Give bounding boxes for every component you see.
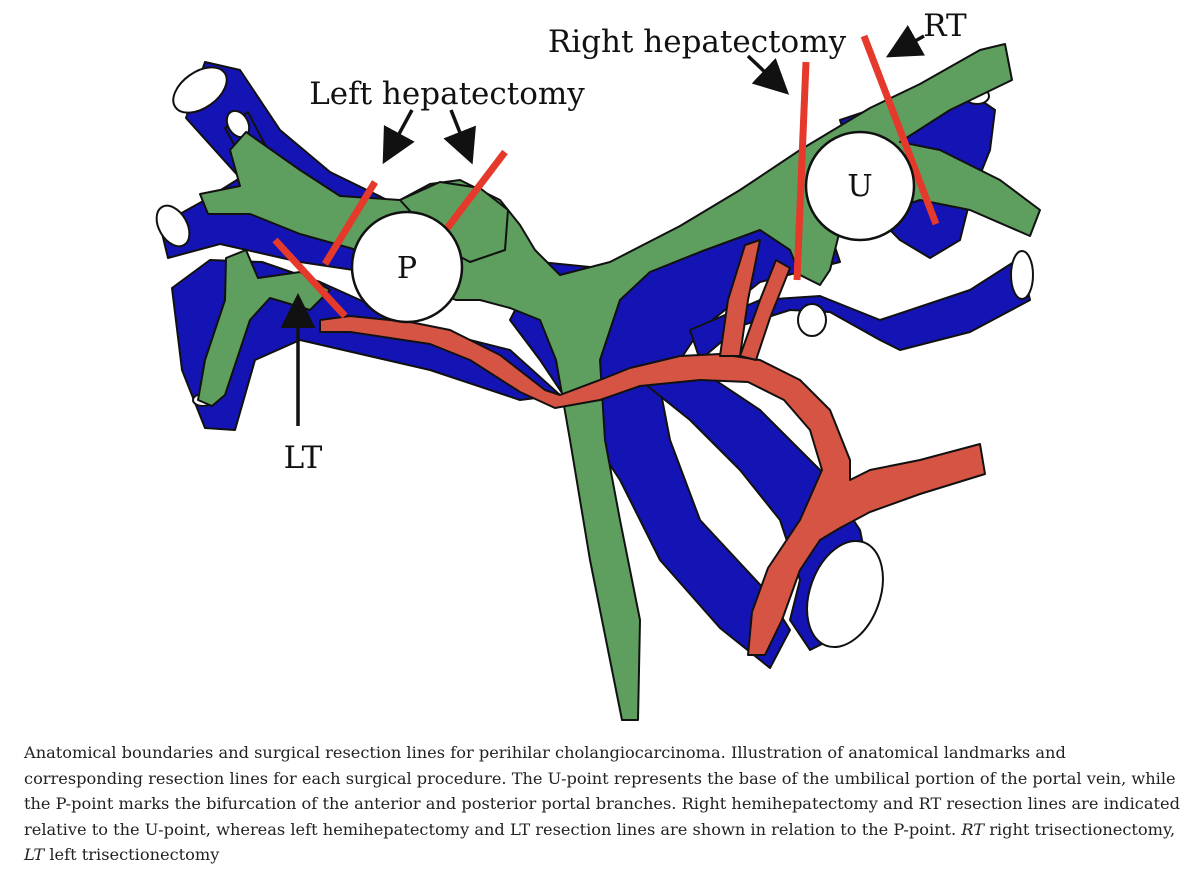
hilar-anatomy-diagram: P U Left hepatectomy Right hepatectomy R… [155,8,1041,721]
caption-abbr-rt: RT [961,819,985,839]
label-left-hepatectomy: Left hepatectomy [309,76,585,112]
resection-line-left-hepatectomy-1 [322,180,378,266]
arrow-right-hepatectomy [746,54,790,95]
resection-line-rt [860,34,940,226]
resection-line-lt [272,237,348,319]
caption-abbr-lt: LT [24,845,45,864]
u-point-label: U [847,169,872,204]
caption-text: Anatomical boundaries and surgical resec… [24,743,1180,839]
resection-lines [272,34,940,319]
figure-caption: Anatomical boundaries and surgical resec… [24,740,1184,868]
label-right-hepatectomy: Right hepatectomy [548,24,847,60]
p-point: P [350,210,464,324]
caption-def-lt: left trisectionectomy [44,845,220,864]
label-rt: RT [923,8,967,44]
label-lt: LT [284,440,323,476]
arrow-rt [885,25,925,58]
resection-line-right-hepatectomy [793,61,810,281]
p-point-label: P [397,251,417,286]
u-point: U [804,130,916,242]
arrow-left-hepatectomy-1 [382,109,415,165]
arrow-left-hepatectomy-2 [443,109,476,165]
resection-line-left-hepatectomy-2 [439,149,508,238]
caption-def-rt: right trisectionectomy, [984,819,1176,839]
hepatic-artery [319,239,986,656]
